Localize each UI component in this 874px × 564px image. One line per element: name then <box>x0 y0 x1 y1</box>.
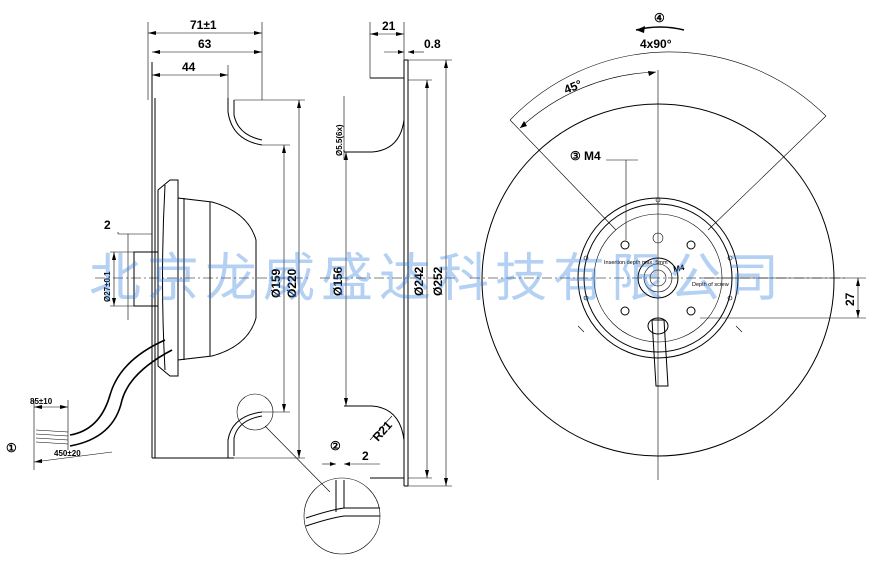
dim-27: 27 <box>843 292 857 306</box>
side-view: 71±1 63 44 2 <box>6 18 331 493</box>
dim-159: Ø159 <box>269 268 283 298</box>
front-view: 45° ④ 4x90° ③ M4 <box>470 11 866 480</box>
dim-cable-450: 450±20 <box>54 449 81 458</box>
dim-242: Ø242 <box>412 266 426 296</box>
label-insertion-depth: Insertion depth max. 5mm <box>604 260 668 266</box>
dim-71: 71±1 <box>190 18 217 32</box>
callout-3: ③ <box>570 149 581 163</box>
dim-220: Ø220 <box>285 268 299 298</box>
thread-m4: M4 <box>584 149 601 163</box>
dim-21: 21 <box>382 19 396 33</box>
dim-156: Ø156 <box>331 266 345 296</box>
dim-hole: Ø5.5(6x) <box>335 124 344 156</box>
pattern-4x90: 4x90° <box>640 37 672 51</box>
dim-hub-27: Ø27±0.1 <box>103 271 112 302</box>
dim-2-hub: 2 <box>104 218 111 232</box>
dim-r21: R21 <box>370 418 395 444</box>
detail-view: ② 2 <box>303 439 381 555</box>
label-depth-screw: Depth of screw <box>692 282 729 288</box>
dim-44: 44 <box>182 60 196 74</box>
dim-0-8: 0.8 <box>424 37 441 51</box>
callout-4: ④ <box>654 11 665 25</box>
inlet-ring-section: 21 0.8 Ø5.5(6x) Ø156 Ø24 <box>320 19 455 487</box>
angle-45: 45° <box>562 77 584 97</box>
label-screw-m4: M4 <box>673 263 686 274</box>
dim-cable-85: 85±10 <box>30 397 53 406</box>
dim-252: Ø252 <box>431 266 445 296</box>
callout-2: ② <box>330 439 341 453</box>
dim-63: 63 <box>198 37 212 51</box>
callout-1: ① <box>6 441 17 455</box>
dim-detail-2: 2 <box>362 449 369 463</box>
